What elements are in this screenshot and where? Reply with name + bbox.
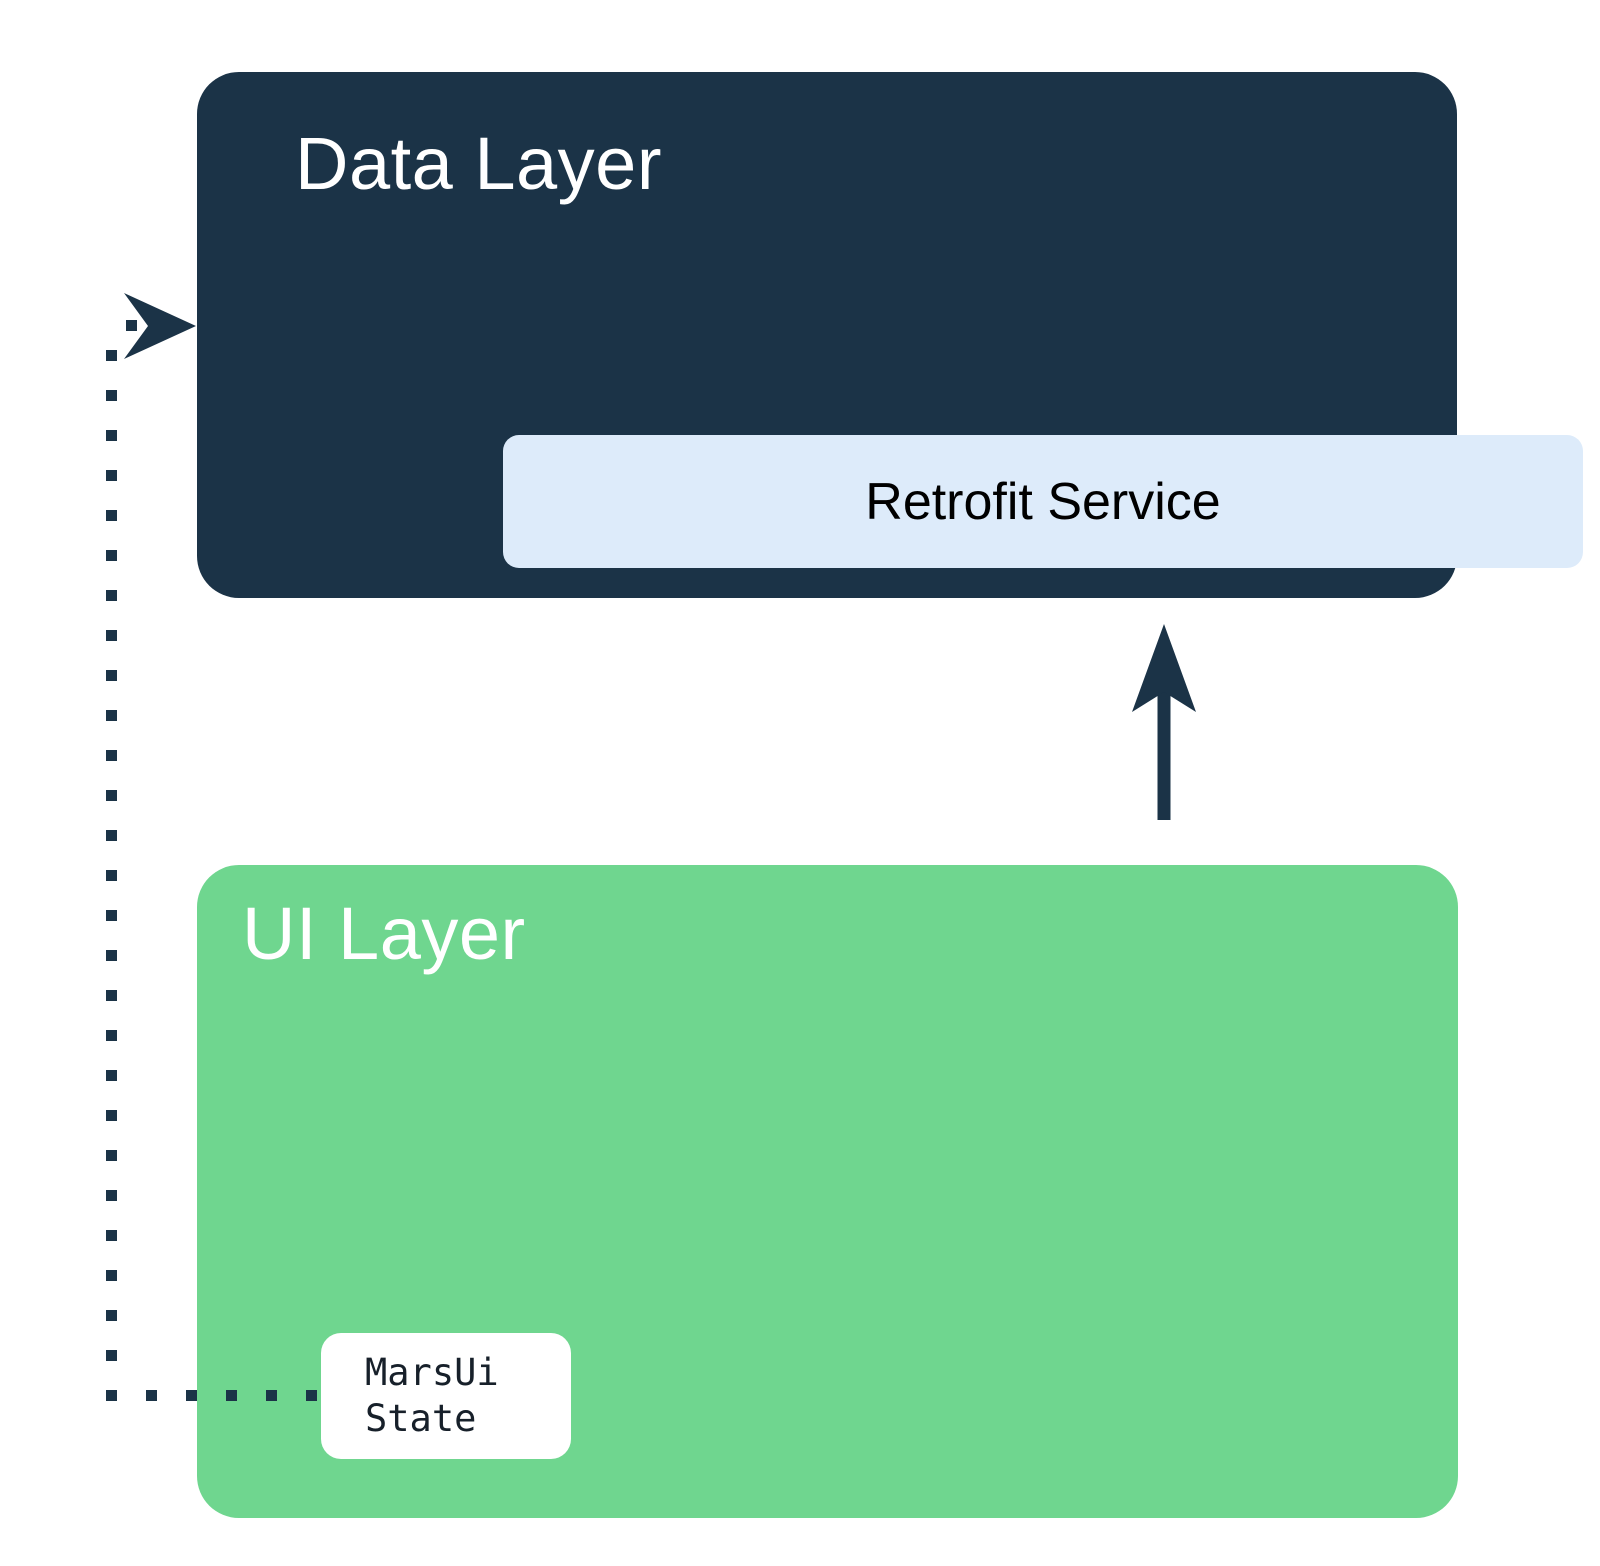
ui-layer-title: UI Layer [242, 892, 526, 975]
chip-mars-ui-state-line1: MarsUi [365, 1350, 499, 1394]
solid-arrow-viewmodel-to-data-layer [1132, 624, 1196, 820]
component-retrofit-service: Retrofit Service [503, 435, 1583, 568]
data-layer-title: Data Layer [295, 122, 662, 205]
chip-mars-ui-state-line2: State [365, 1397, 477, 1440]
data-layer-container: Data Layer Retrofit Service [197, 72, 1583, 598]
chip-mars-ui-state: MarsUi State [321, 1333, 571, 1459]
